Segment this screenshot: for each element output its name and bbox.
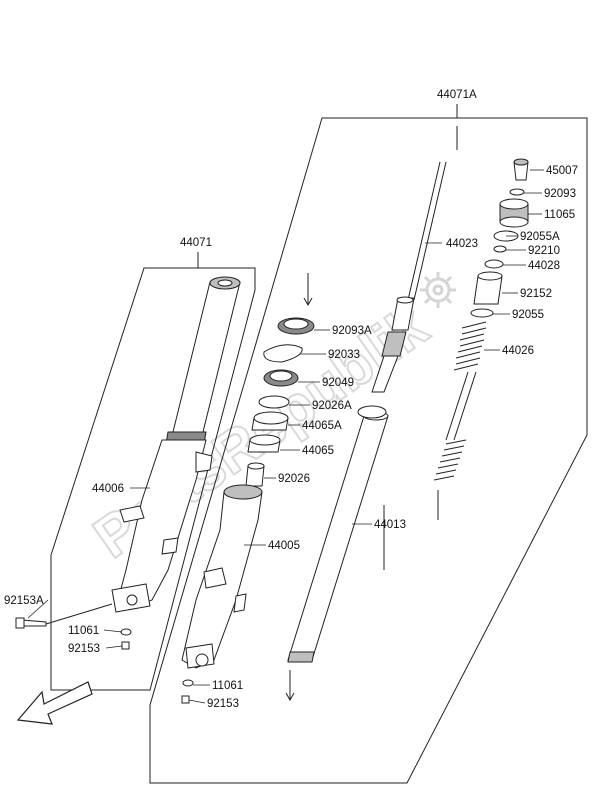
- label-92093A: 92093A: [332, 325, 372, 337]
- label-45007: 45007: [546, 165, 578, 177]
- leader-lines: [27, 169, 544, 704]
- label-44006: 44006: [92, 483, 124, 495]
- screw-92153-left: [121, 641, 130, 650]
- left-fork-assembly: [15, 276, 241, 650]
- label-44013: 44013: [374, 519, 406, 531]
- label-11061-bottom: 11061: [212, 680, 243, 692]
- spring-44026: [433, 321, 487, 481]
- label-44005: 44005: [268, 540, 300, 552]
- label-44023: 44023: [446, 238, 478, 250]
- label-44026: 44026: [502, 345, 534, 357]
- label-44065: 44065: [302, 445, 334, 457]
- label-44071A: 44071A: [437, 89, 477, 101]
- label-92033: 92033: [328, 349, 360, 361]
- gear-watermark-icon: [420, 272, 456, 308]
- label-92026: 92026: [278, 473, 310, 485]
- label-44028: 44028: [528, 260, 560, 272]
- label-44071: 44071: [180, 237, 212, 249]
- part-labels: 44071A 44071 45007 92093 11065 92055A 92…: [4, 89, 578, 710]
- washer-11061-left: [120, 628, 132, 636]
- label-92153-bottom: 92153: [207, 698, 239, 710]
- front-direction-arrow-icon: [16, 681, 93, 725]
- label-92210: 92210: [528, 245, 560, 257]
- label-92026A: 92026A: [312, 400, 352, 412]
- label-92152: 92152: [520, 288, 552, 300]
- label-92153-left: 92153: [68, 643, 100, 655]
- label-92055: 92055: [512, 309, 544, 321]
- center-axis-marks: [285, 126, 458, 702]
- label-11065: 11065: [544, 209, 575, 221]
- label-44065A: 44065A: [302, 420, 342, 432]
- label-92049: 92049: [322, 377, 354, 389]
- label-92153A: 92153A: [4, 595, 44, 607]
- label-92093: 92093: [544, 188, 576, 200]
- center-fork-parts: [181, 158, 529, 704]
- label-11061-left: 11061: [68, 625, 99, 637]
- group-44071-outline: [50, 267, 256, 691]
- label-92055A: 92055A: [520, 231, 560, 243]
- group-44071A-outline: [149, 117, 588, 784]
